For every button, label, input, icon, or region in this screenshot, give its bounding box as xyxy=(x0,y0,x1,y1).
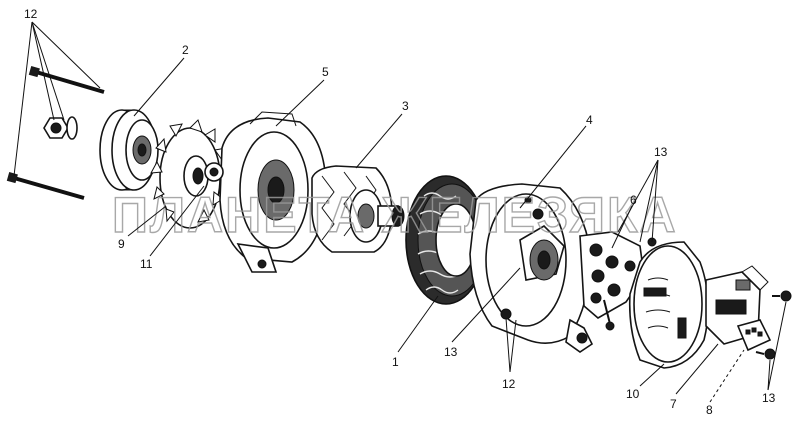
slip-ring-end-housing-4 xyxy=(469,183,594,353)
callout-labels: 12 2 5 3 4 13 6 9 11 1 13 12 10 7 8 13 xyxy=(24,7,776,417)
callout-13-right: 13 xyxy=(762,391,776,405)
drive-end-housing-5 xyxy=(204,111,327,273)
callout-12-bottom: 12 xyxy=(502,377,516,391)
watermark-text: ПЛАНЕТА ЖЕЛЕЗЯКА xyxy=(112,187,678,243)
callout-11: 11 xyxy=(140,257,153,271)
fan-9 xyxy=(150,119,230,229)
screws-13-right xyxy=(755,290,792,360)
rear-cover-10 xyxy=(628,241,709,369)
pulley-2 xyxy=(99,109,159,191)
callout-13-top: 13 xyxy=(654,145,668,159)
callout-3: 3 xyxy=(402,99,409,113)
leader-lines xyxy=(13,21,787,403)
rotor-3 xyxy=(311,165,405,253)
callout-12-top: 12 xyxy=(24,7,38,21)
callout-8: 8 xyxy=(706,403,713,417)
callout-4: 4 xyxy=(586,113,593,127)
callout-1: 1 xyxy=(392,355,399,369)
brush-holder-8 xyxy=(736,319,772,352)
callout-6: 6 xyxy=(630,193,637,207)
callout-5: 5 xyxy=(322,65,329,79)
callout-2: 2 xyxy=(182,43,189,57)
callout-9: 9 xyxy=(118,237,125,251)
stator-1 xyxy=(405,175,487,305)
callout-10: 10 xyxy=(626,387,640,401)
callout-7: 7 xyxy=(670,397,677,411)
pulley-nut xyxy=(43,116,78,140)
callout-13-mid: 13 xyxy=(444,345,458,359)
through-bolts-12 xyxy=(6,66,105,200)
